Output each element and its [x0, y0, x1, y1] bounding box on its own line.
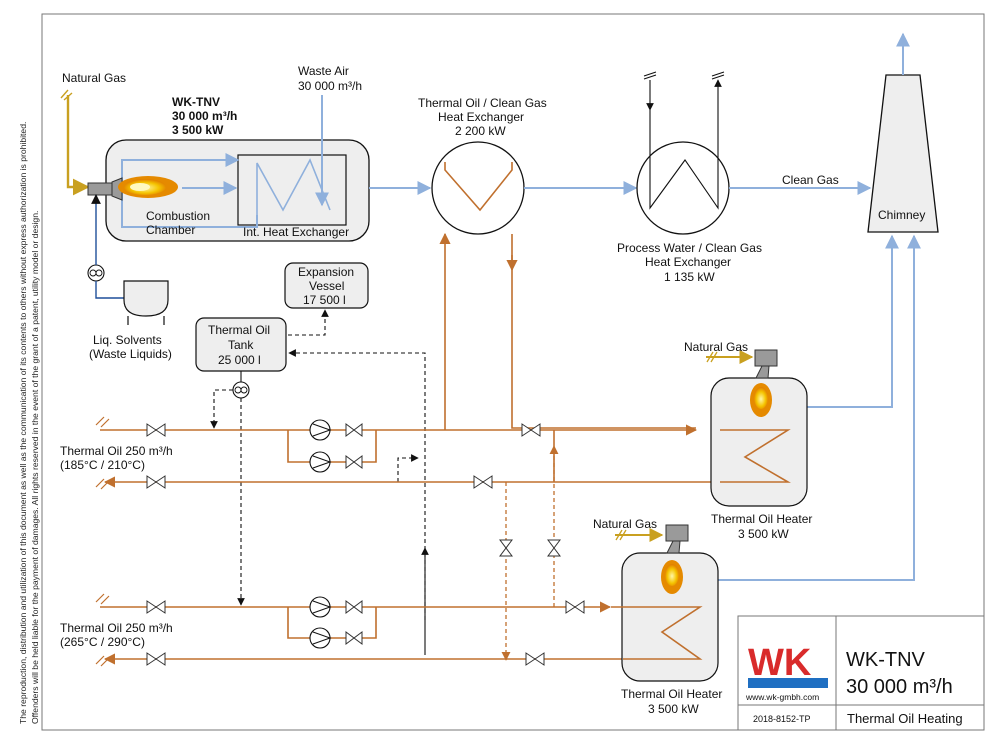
- liquid-solvents-tank: [123, 280, 169, 317]
- natural-gas-line: [60, 89, 90, 196]
- liquid-solvents-tank-stand: [127, 316, 165, 325]
- solvent-pump: [87, 264, 105, 282]
- circuit-pumps: [309, 419, 332, 649]
- oil-gas-hx-label-2: Heat Exchanger: [438, 110, 524, 124]
- drawing-description: Thermal Oil Heating: [847, 711, 963, 726]
- return-to-tank: [288, 349, 426, 620]
- expansion-vessel-label-1: Expansion: [298, 265, 354, 279]
- oil-gas-hx-label-3: 2 200 kW: [455, 124, 506, 138]
- heater1-label-1: Thermal Oil Heater: [711, 512, 812, 526]
- wk-logo: WK: [748, 642, 812, 684]
- pump-feed-circuit1: [210, 389, 233, 429]
- water-gas-heat-exchanger: [636, 141, 730, 235]
- title-block: [737, 615, 985, 731]
- internal-heat-exchanger: [237, 154, 347, 226]
- heater1-coil: [720, 429, 791, 483]
- circuit2-label-1: Thermal Oil 250 m³/h: [60, 621, 173, 635]
- tnv-title: WK-TNV: [172, 95, 220, 109]
- heater2-gas-break: [615, 529, 627, 541]
- oil-tank-label-2: Tank: [228, 338, 254, 352]
- tank-pump: [232, 381, 250, 399]
- side-note-line1: The reproduction, distribution and utili…: [18, 122, 28, 724]
- vent-line: [397, 454, 419, 482]
- side-note-line2: Offenders will be held liable for the pa…: [30, 211, 40, 724]
- heater2-gas-label: Natural Gas: [593, 517, 657, 531]
- oil-gas-hx-coil: [444, 162, 513, 212]
- expansion-vessel-label-2: Vessel: [309, 279, 344, 293]
- circuit2-label-2: (265°C / 290°C): [60, 635, 145, 649]
- valves: [146, 423, 585, 666]
- expansion-vessel-label-3: 17 500 l: [303, 293, 346, 307]
- circuit1-label-2: (185°C / 210°C): [60, 458, 145, 472]
- hx-oil-return: [511, 234, 696, 429]
- heater2-label-2: 3 500 kW: [648, 702, 699, 716]
- heater1-gas-break: [706, 351, 718, 363]
- internal-hx-coil: [256, 158, 331, 215]
- water-gas-hx-label-2: Heat Exchanger: [645, 255, 731, 269]
- tnv-power: 3 500 kW: [172, 123, 224, 137]
- water-gas-hx-coil: [649, 110, 719, 210]
- heater2-label-1: Thermal Oil Heater: [621, 687, 722, 701]
- drawing-number: 2018-8152-TP: [753, 714, 811, 724]
- combustion-chamber-label-2: Chamber: [146, 223, 195, 237]
- tnv-recirculation-gas: [121, 153, 258, 228]
- circuit1-return: [95, 476, 712, 490]
- combustion-chamber-label-1: Combustion: [146, 209, 210, 223]
- tank-to-expansion: [288, 309, 329, 336]
- liq-solvents-label-1: Liq. Solvents: [93, 333, 162, 347]
- circuit1-label-1: Thermal Oil 250 m³/h: [60, 444, 173, 458]
- natural-gas-main-label: Natural Gas: [62, 71, 126, 85]
- oil-tank-label-3: 25 000 l: [218, 353, 261, 367]
- chimney: [867, 74, 939, 233]
- heater1-burner: [750, 349, 778, 417]
- heater1-gas-label: Natural Gas: [684, 340, 748, 354]
- oil-tank-label-1: Thermal Oil: [208, 323, 270, 337]
- solvent-line-from-tank: [95, 281, 124, 299]
- clean-gas-label: Clean Gas: [782, 173, 839, 187]
- water-gas-hx-label-3: 1 135 kW: [664, 270, 715, 284]
- oil-gas-heat-exchanger: [431, 141, 525, 235]
- tnv-flow: 30 000 m³/h: [172, 109, 237, 123]
- website: www.wk-gmbh.com: [745, 692, 819, 702]
- heater2-burner: [661, 524, 689, 594]
- circuit2-supply: [95, 593, 610, 639]
- title-block-title: WK-TNV: [846, 649, 926, 671]
- waste-air-label: Waste Air: [298, 64, 349, 78]
- liq-solvents-label-2: (Waste Liquids): [89, 347, 172, 361]
- water-gas-hx-label-1: Process Water / Clean Gas: [617, 241, 762, 255]
- drawing-frame: [41, 13, 985, 731]
- heater1-label-2: 3 500 kW: [738, 527, 789, 541]
- heater2-coil: [611, 606, 703, 660]
- chimney-label: Chimney: [878, 208, 925, 222]
- heater1-exhaust: [806, 234, 899, 408]
- int-hx-label: Int. Heat Exchanger: [243, 225, 349, 239]
- heater2-exhaust: [717, 234, 921, 581]
- process-water-breaks: [643, 71, 725, 80]
- title-block-subtitle: 30 000 m³/h: [846, 676, 953, 698]
- expansion-vessel: [284, 262, 369, 309]
- circuit1-supply: [95, 416, 696, 463]
- waste-air-flow: 30 000 m³/h: [298, 79, 362, 93]
- oil-gas-hx-label-1: Thermal Oil / Clean Gas: [418, 96, 547, 110]
